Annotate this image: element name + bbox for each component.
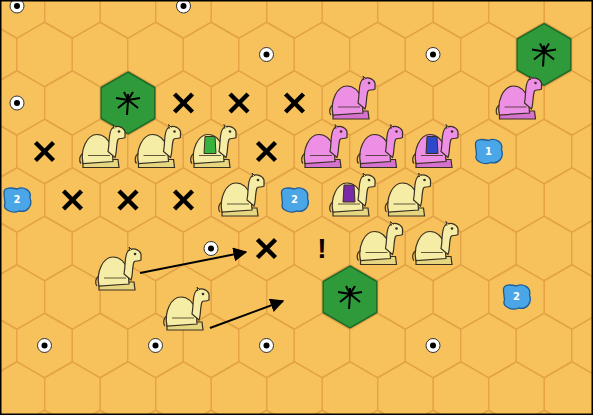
oasis-hex	[101, 72, 155, 134]
waypoint-dot	[10, 96, 24, 110]
camel-piece	[96, 247, 141, 290]
blocked-mark	[258, 240, 276, 258]
waypoint-dot	[10, 0, 24, 13]
camel-piece	[135, 125, 180, 168]
alert-mark: !	[317, 235, 326, 263]
blocked-mark	[286, 94, 304, 112]
blocked-mark	[175, 94, 193, 112]
waypoint-dot	[426, 48, 440, 62]
camel-piece	[191, 125, 236, 168]
camel-piece	[496, 76, 541, 119]
water-number: 1	[485, 147, 492, 157]
hex-cell	[489, 362, 544, 415]
camel-piece	[164, 287, 209, 330]
blocked-mark	[175, 191, 193, 209]
blocked-mark	[230, 94, 248, 112]
blocked-mark	[258, 143, 276, 161]
hex-cell	[433, 362, 488, 415]
waypoint-dot	[149, 339, 163, 353]
hex-cell	[322, 362, 377, 415]
camel-piece	[413, 125, 458, 168]
water-hole	[4, 188, 31, 212]
waypoint-dot	[177, 0, 191, 13]
hex-cell	[45, 362, 100, 415]
camel-piece	[357, 222, 402, 265]
hex-cell	[544, 362, 593, 415]
waypoint-dot	[204, 242, 218, 256]
camel-piece	[330, 76, 375, 119]
blocked-mark	[119, 191, 137, 209]
water-hole	[281, 188, 308, 212]
water-number: 2	[14, 195, 21, 205]
waypoint-dot	[426, 339, 440, 353]
waypoint-dot	[38, 339, 52, 353]
water-number: 2	[291, 195, 298, 205]
camel-piece	[357, 125, 402, 168]
hex-cell	[0, 362, 45, 415]
hex-cell	[100, 362, 155, 415]
water-number: 2	[513, 292, 520, 302]
hex-cell	[267, 362, 322, 415]
waypoint-dot	[260, 339, 274, 353]
camel-piece	[80, 125, 125, 168]
camel-piece	[219, 173, 264, 216]
oasis-hex	[323, 266, 377, 328]
move-arrow	[210, 301, 283, 328]
hex-cell	[156, 362, 211, 415]
oasis-hex	[517, 24, 571, 86]
camel-piece	[385, 173, 430, 216]
waypoint-dot	[260, 48, 274, 62]
camel-piece	[330, 173, 375, 216]
blocked-mark	[36, 143, 54, 161]
hex-cell	[211, 362, 266, 415]
water-hole	[475, 140, 502, 164]
hex-cell	[378, 362, 433, 415]
camel-piece	[413, 222, 458, 265]
move-arrow	[140, 252, 246, 273]
camel-piece	[302, 125, 347, 168]
water-hole	[503, 285, 530, 309]
blocked-mark	[64, 191, 82, 209]
